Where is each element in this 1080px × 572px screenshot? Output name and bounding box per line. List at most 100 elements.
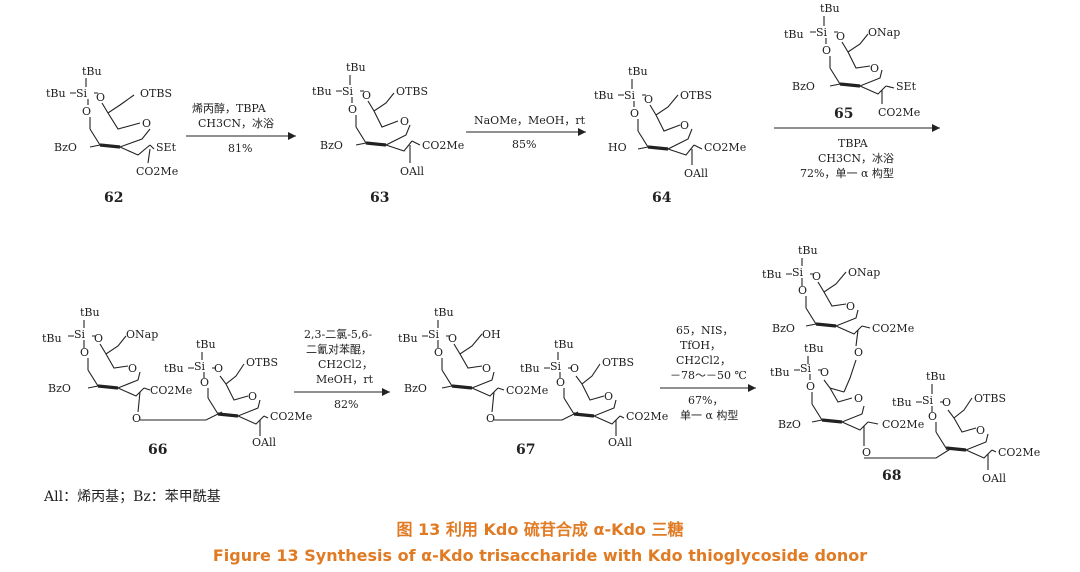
oall-label: OAll bbox=[982, 472, 1006, 485]
condition-line: CH3CN，冰浴 bbox=[198, 117, 274, 130]
tbu-label: tBu bbox=[554, 338, 574, 351]
co2me-label: CO2Me bbox=[882, 418, 924, 431]
condition-line: TfOH， bbox=[680, 339, 721, 352]
co2me-label: CO2Me bbox=[878, 106, 920, 119]
condition-line: NaOMe，MeOH，rt bbox=[474, 114, 586, 127]
oh-label: OH bbox=[482, 328, 501, 341]
si-label: Si bbox=[792, 266, 804, 279]
ring-oxygen-label: O bbox=[128, 362, 137, 375]
compound-number: 63 bbox=[370, 190, 389, 206]
si-label: Si bbox=[428, 328, 440, 341]
tbu-label: tBu bbox=[820, 2, 840, 15]
si-label: Si bbox=[624, 89, 636, 102]
tbu-label: tBu bbox=[926, 370, 946, 383]
tbu-label: tBu bbox=[892, 396, 912, 409]
arrow-head bbox=[578, 128, 586, 136]
co2me-label: CO2Me bbox=[270, 410, 312, 423]
tbu-label: tBu bbox=[770, 366, 790, 379]
condition-line: 烯丙醇，TBPA bbox=[192, 101, 267, 115]
otbs-label: OTBS bbox=[974, 392, 1006, 405]
onap-label: ONap bbox=[868, 26, 900, 39]
oxygen-label: O bbox=[80, 346, 89, 359]
tbu-label: tBu bbox=[628, 65, 648, 78]
ring-oxygen-label: O bbox=[870, 62, 879, 75]
co2me-label: CO2Me bbox=[704, 141, 746, 154]
set-label: SEt bbox=[156, 141, 177, 154]
compound-64: tBu tBu Si O O OTBS O HO CO2Me OAll bbox=[594, 65, 746, 180]
condition-line: CH3CN，冰浴 bbox=[818, 152, 894, 165]
oxygen-label: O bbox=[644, 93, 653, 106]
bzo-label: BzO bbox=[320, 139, 343, 152]
arrow-head bbox=[382, 388, 390, 396]
tbu-label: tBu bbox=[434, 306, 454, 319]
arrow-head bbox=[288, 132, 296, 140]
oxygen-label: O bbox=[820, 366, 829, 379]
tbu-label: tBu bbox=[196, 338, 216, 351]
glycosidic-oxygen-label: O bbox=[854, 346, 863, 359]
si-label: Si bbox=[342, 85, 354, 98]
tbu-label: tBu bbox=[80, 306, 100, 319]
tbu-label: tBu bbox=[398, 332, 418, 345]
oxygen-label: O bbox=[556, 376, 565, 389]
oxygen-label: O bbox=[434, 346, 443, 359]
oxygen-label: O bbox=[200, 376, 209, 389]
oxygen-label: O bbox=[928, 410, 937, 423]
si-label: Si bbox=[800, 362, 812, 375]
compound-number: 64 bbox=[652, 190, 672, 206]
reaction-arrow-4: 2,3-二氯-5,6- 二氰对苯醌， CH2Cl2， MeOH，rt 82% bbox=[294, 327, 390, 411]
si-label: Si bbox=[816, 26, 828, 39]
ring-oxygen-label: O bbox=[248, 390, 257, 403]
otbs-label: OTBS bbox=[140, 87, 172, 100]
si-label: Si bbox=[550, 360, 562, 373]
oxygen-label: O bbox=[836, 30, 845, 43]
oxygen-label: O bbox=[812, 270, 821, 283]
oall-label: OAll bbox=[608, 436, 632, 449]
arrow-head bbox=[748, 384, 756, 392]
ring-oxygen-label: O bbox=[846, 300, 855, 313]
compound-68: tBu tBu Si O O ONap O BzO CO2Me O tBu tB… bbox=[762, 244, 1040, 485]
oall-label: OAll bbox=[252, 436, 276, 449]
bzo-label: BzO bbox=[778, 418, 801, 431]
compound-63: tBu tBu Si O O OTBS O BzO CO2Me OAll bbox=[312, 61, 464, 178]
onap-label: ONap bbox=[126, 328, 158, 341]
oxygen-label: O bbox=[570, 362, 579, 375]
tbu-label: tBu bbox=[520, 362, 540, 375]
co2me-label: CO2Me bbox=[506, 384, 548, 397]
co2me-label: CO2Me bbox=[872, 322, 914, 335]
compound-62: tBu tBu Si O O OTBS O BzO SEt CO2Me bbox=[46, 65, 178, 178]
si-label: Si bbox=[76, 87, 88, 100]
reaction-arrow-1: 烯丙醇，TBPA CH3CN，冰浴 81% bbox=[186, 101, 296, 155]
tbu-label: tBu bbox=[82, 65, 102, 78]
ring-oxygen-label: O bbox=[400, 115, 409, 128]
compound-number: 65 bbox=[834, 106, 853, 122]
oxygen-label: O bbox=[348, 103, 357, 116]
otbs-label: OTBS bbox=[246, 356, 278, 369]
compound-number: 66 bbox=[148, 442, 167, 458]
bzo-label: BzO bbox=[404, 382, 427, 395]
condition-line: MeOH，rt bbox=[316, 373, 374, 386]
figure-caption-zh: 图 13 利用 Kdo 硫苷合成 α-Kdo 三糖 bbox=[396, 520, 684, 539]
condition-line: TBPA bbox=[838, 137, 869, 150]
tbu-label: tBu bbox=[804, 342, 824, 355]
si-label: Si bbox=[194, 360, 206, 373]
otbs-label: OTBS bbox=[602, 356, 634, 369]
oxygen-label: O bbox=[82, 105, 91, 118]
tbu-label: tBu bbox=[594, 89, 614, 102]
oxygen-label: O bbox=[942, 396, 951, 409]
tbu-label: tBu bbox=[784, 28, 804, 41]
oxygen-label: O bbox=[96, 91, 105, 104]
glycosidic-oxygen-label: O bbox=[132, 412, 141, 425]
co2me-label: CO2Me bbox=[150, 384, 192, 397]
condition-line: 二氰对苯醌， bbox=[306, 342, 372, 356]
otbs-label: OTBS bbox=[396, 85, 428, 98]
oxygen-label: O bbox=[806, 380, 815, 393]
abbreviation-footnote: All：烯丙基；Bz：苯甲酰基 bbox=[44, 489, 221, 505]
bzo-label: BzO bbox=[48, 382, 71, 395]
yield-label: 单一 α 构型 bbox=[680, 408, 738, 422]
condition-line: 72%，单一 α 构型 bbox=[800, 166, 894, 180]
bzo-label: BzO bbox=[772, 322, 795, 335]
reaction-arrow-5: 65，NIS， TfOH， CH2Cl2， －78～－50 ℃ 67%， 单一 … bbox=[660, 324, 756, 422]
compound-number: 62 bbox=[104, 190, 123, 206]
condition-line: CH2Cl2， bbox=[318, 358, 373, 371]
glycosidic-oxygen-label: O bbox=[862, 446, 871, 459]
